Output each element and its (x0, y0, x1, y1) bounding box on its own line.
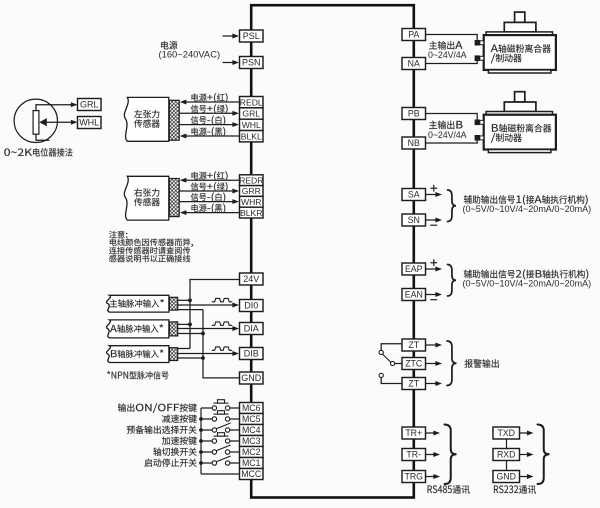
svg-text:PA: PA (408, 30, 419, 40)
svg-text:NA: NA (408, 59, 420, 69)
svg-text:TR+: TR+ (405, 428, 422, 438)
svg-text:(160~240VAC): (160~240VAC) (159, 48, 221, 59)
svg-text:ZTC: ZTC (405, 359, 423, 369)
svg-text:GRL: GRL (80, 100, 99, 110)
svg-text:WHR: WHR (241, 197, 262, 207)
svg-text:PSN: PSN (242, 58, 261, 68)
svg-text:PB: PB (408, 109, 420, 119)
svg-text:SA: SA (408, 190, 420, 200)
svg-text:MC6: MC6 (242, 403, 261, 413)
svg-text:BLKR: BLKR (240, 208, 262, 218)
svg-text:(0~5V/0~10V/4~20mA/0~20mA): (0~5V/0~10V/4~20mA/0~20mA) (463, 204, 592, 214)
svg-text:MC5: MC5 (242, 414, 261, 424)
svg-text:GND: GND (496, 472, 516, 482)
svg-text:MC2: MC2 (242, 447, 261, 457)
svg-text:EAN: EAN (405, 290, 423, 300)
svg-text:MC3: MC3 (242, 436, 261, 446)
svg-text:(0~5V/0~10V/4~20mA/0~20mA): (0~5V/0~10V/4~20mA/0~20mA) (463, 279, 592, 289)
svg-text:WHL: WHL (242, 120, 261, 130)
svg-text:TRG: TRG (404, 472, 423, 482)
svg-text:DIB: DIB (244, 349, 259, 359)
svg-text:GND: GND (241, 373, 262, 383)
svg-text:DIA: DIA (244, 324, 259, 334)
svg-text:EAP: EAP (405, 264, 423, 274)
svg-text:0~24V/4A: 0~24V/4A (428, 50, 467, 60)
svg-text:24V: 24V (243, 274, 259, 284)
svg-text:GRR: GRR (242, 186, 261, 196)
svg-text:MCC: MCC (241, 469, 262, 479)
svg-text:PSL: PSL (243, 31, 260, 41)
svg-text:MC1: MC1 (242, 458, 261, 468)
svg-text:BLKL: BLKL (241, 131, 262, 141)
svg-text:ZT: ZT (408, 379, 419, 389)
svg-text:DI0: DI0 (244, 301, 258, 311)
svg-text:SN: SN (408, 215, 420, 225)
svg-text:RXD: RXD (497, 450, 516, 460)
svg-text:REDL: REDL (240, 97, 263, 107)
svg-text:ZT: ZT (408, 340, 419, 350)
svg-text:TXD: TXD (497, 428, 515, 438)
svg-text:REDR: REDR (239, 175, 263, 185)
svg-text:0~24V/4A: 0~24V/4A (428, 130, 467, 140)
svg-text:MC4: MC4 (242, 425, 261, 435)
svg-text:TR-: TR- (406, 450, 421, 460)
svg-text:NB: NB (408, 138, 420, 148)
svg-text:WHL: WHL (79, 118, 99, 128)
svg-text:GRL: GRL (242, 109, 260, 119)
